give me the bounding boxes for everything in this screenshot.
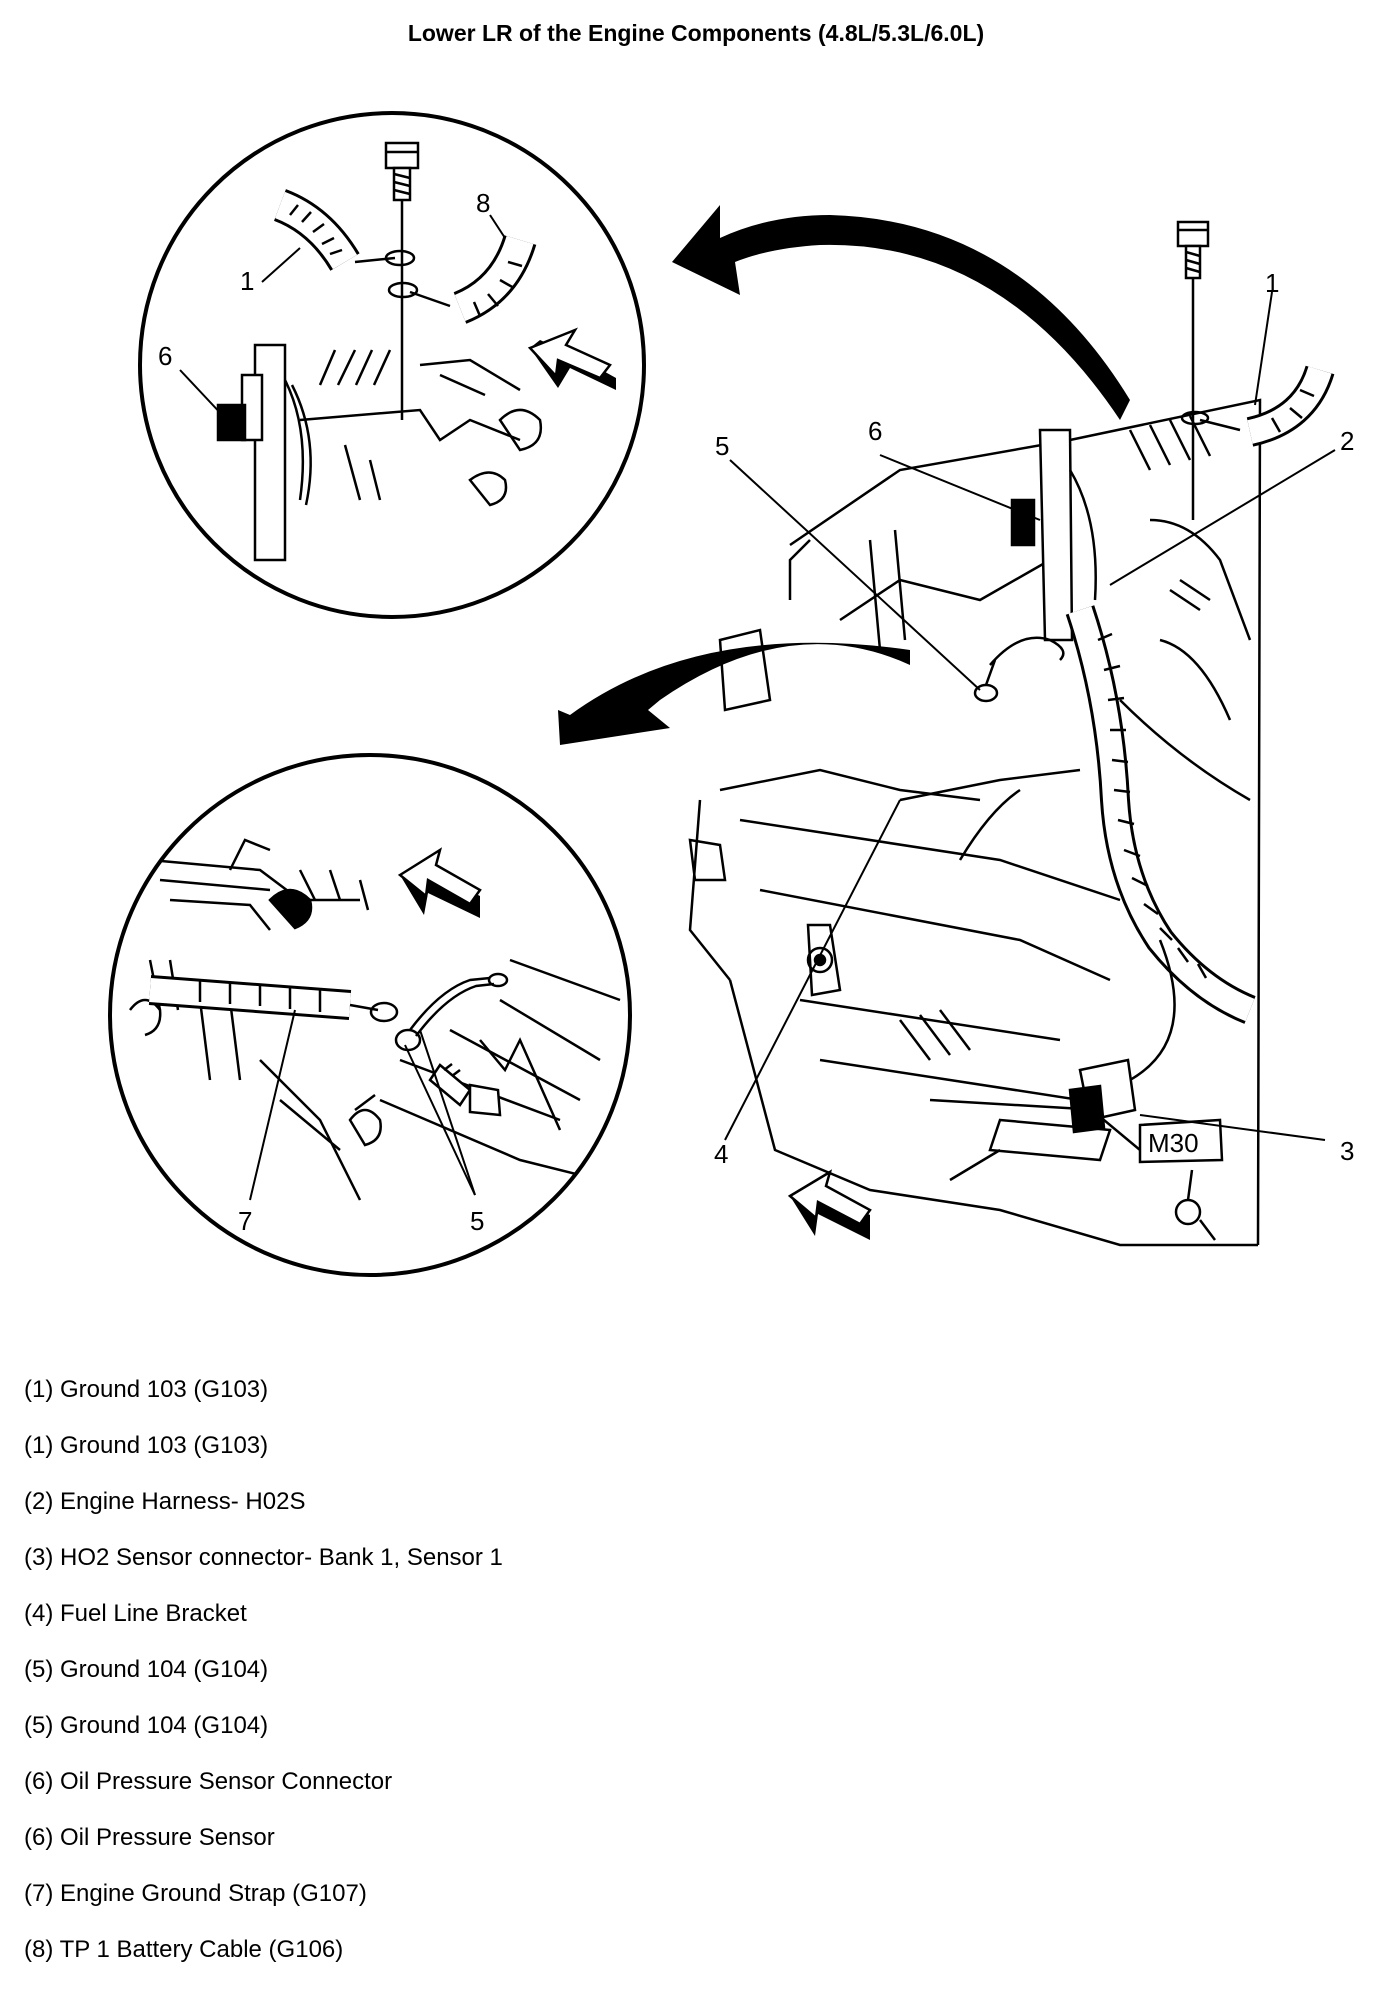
bottom-detail-inset: 7 5	[108, 753, 632, 1277]
callout-5-main: 5	[715, 431, 729, 461]
callout-6-main: 6	[868, 416, 882, 446]
curved-arrow-upper	[672, 205, 1130, 420]
callout-1-top: 1	[240, 266, 254, 296]
battery-cable-8	[387, 234, 537, 324]
callout-3-main: 3	[1340, 1136, 1354, 1166]
callout-4-main: 4	[714, 1139, 728, 1169]
legend-item: (5) Ground 104 (G104)	[24, 1656, 269, 1683]
main-engine-view: M30	[688, 220, 1335, 1247]
engine-harness	[1065, 605, 1256, 1082]
ground-cable-1	[273, 189, 416, 272]
direction-arrow-icon-inset	[397, 847, 482, 918]
callout-8-top: 8	[476, 188, 490, 218]
legend-item: (4) Fuel Line Bracket	[24, 1600, 247, 1627]
legend-item: (1) Ground 103 (G103)	[24, 1376, 269, 1403]
component-legend: (1) Ground 103 (G103) (1) Ground 103 (G1…	[24, 1376, 503, 1992]
page-title: Lower LR of the Engine Components (4.8L/…	[407, 20, 985, 46]
bolt-icon-inset	[428, 1063, 502, 1117]
callout-1-main: 1	[1265, 268, 1279, 298]
engine-component-diagram: 1 8 6	[108, 111, 1354, 1277]
legend-item: (8) TP 1 Battery Cable (G106)	[24, 1936, 344, 1963]
legend-item: (7) Engine Ground Strap (G107)	[24, 1880, 367, 1907]
ho2s-connector	[1068, 1058, 1137, 1134]
callout-7-inset: 7	[238, 1206, 252, 1236]
callout-5-inset: 5	[470, 1206, 484, 1236]
callout-2-main: 2	[1340, 426, 1354, 456]
bolt-icon	[384, 141, 420, 420]
top-detail-inset: 1 8 6	[138, 111, 646, 619]
legend-item: (2) Engine Harness- H02S	[24, 1488, 306, 1515]
casting-mark-m30: M30	[1148, 1128, 1199, 1158]
legend-item: (5) Ground 104 (G104)	[24, 1712, 269, 1739]
legend-item: (3) HO2 Sensor connector- Bank 1, Sensor…	[24, 1544, 503, 1571]
direction-arrow-icon-main	[787, 1169, 872, 1240]
legend-item: (6) Oil Pressure Sensor	[24, 1824, 275, 1851]
curved-arrow-lower	[558, 642, 910, 745]
oil-pressure-sensor-inset	[216, 343, 312, 562]
direction-arrow-icon	[527, 327, 616, 390]
callout-6-top: 6	[158, 341, 172, 371]
legend-item: (6) Oil Pressure Sensor Connector	[24, 1768, 393, 1795]
bolt-icon-main	[1176, 220, 1210, 520]
legend-item: (1) Ground 103 (G103)	[24, 1432, 269, 1459]
engine-ground-strap-7	[148, 975, 399, 1023]
